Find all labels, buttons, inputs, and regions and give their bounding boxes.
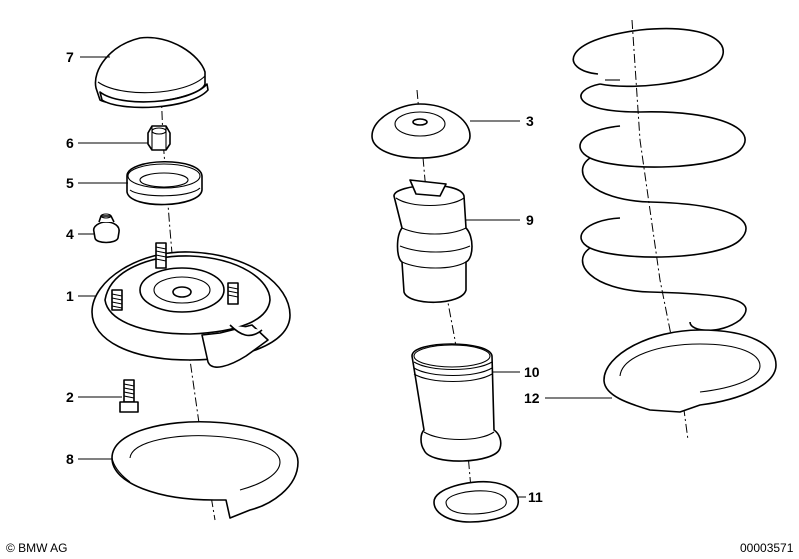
copyright-text: © BMW AG (6, 541, 68, 555)
callout-5: 5 (66, 175, 74, 191)
part-12-spring-seat[interactable] (603, 329, 777, 413)
callout-8: 8 (66, 451, 74, 467)
callout-12: 12 (524, 390, 540, 406)
part-1-strut-mount[interactable] (91, 242, 291, 368)
callout-2: 2 (66, 389, 74, 405)
leader-lines (78, 56, 612, 498)
diagram-number: 00003571 (740, 541, 794, 555)
callout-9: 9 (526, 212, 534, 228)
part-3-cup-washer[interactable] (371, 103, 471, 159)
part-4-flange-nut[interactable] (92, 213, 120, 244)
callout-10: 10 (524, 364, 540, 380)
part-8-spring-pad[interactable] (111, 420, 299, 519)
part-7-dust-cap[interactable] (94, 36, 209, 109)
part-10-dust-tube[interactable] (411, 343, 502, 462)
part-9-bump-stop[interactable] (393, 179, 473, 304)
callout-3: 3 (526, 113, 534, 129)
callout-7: 7 (66, 49, 74, 65)
axis-line-right (631, 19, 689, 441)
callout-1: 1 (66, 288, 74, 304)
callout-6: 6 (66, 135, 74, 151)
part-6-nut[interactable] (147, 125, 171, 151)
part-5-bearing[interactable] (126, 161, 203, 206)
part-11-lock-ring[interactable] (433, 480, 519, 523)
callout-11: 11 (528, 489, 543, 505)
coil-spring[interactable] (572, 27, 747, 332)
callout-4: 4 (66, 226, 74, 242)
part-2-bolt[interactable] (119, 379, 139, 413)
